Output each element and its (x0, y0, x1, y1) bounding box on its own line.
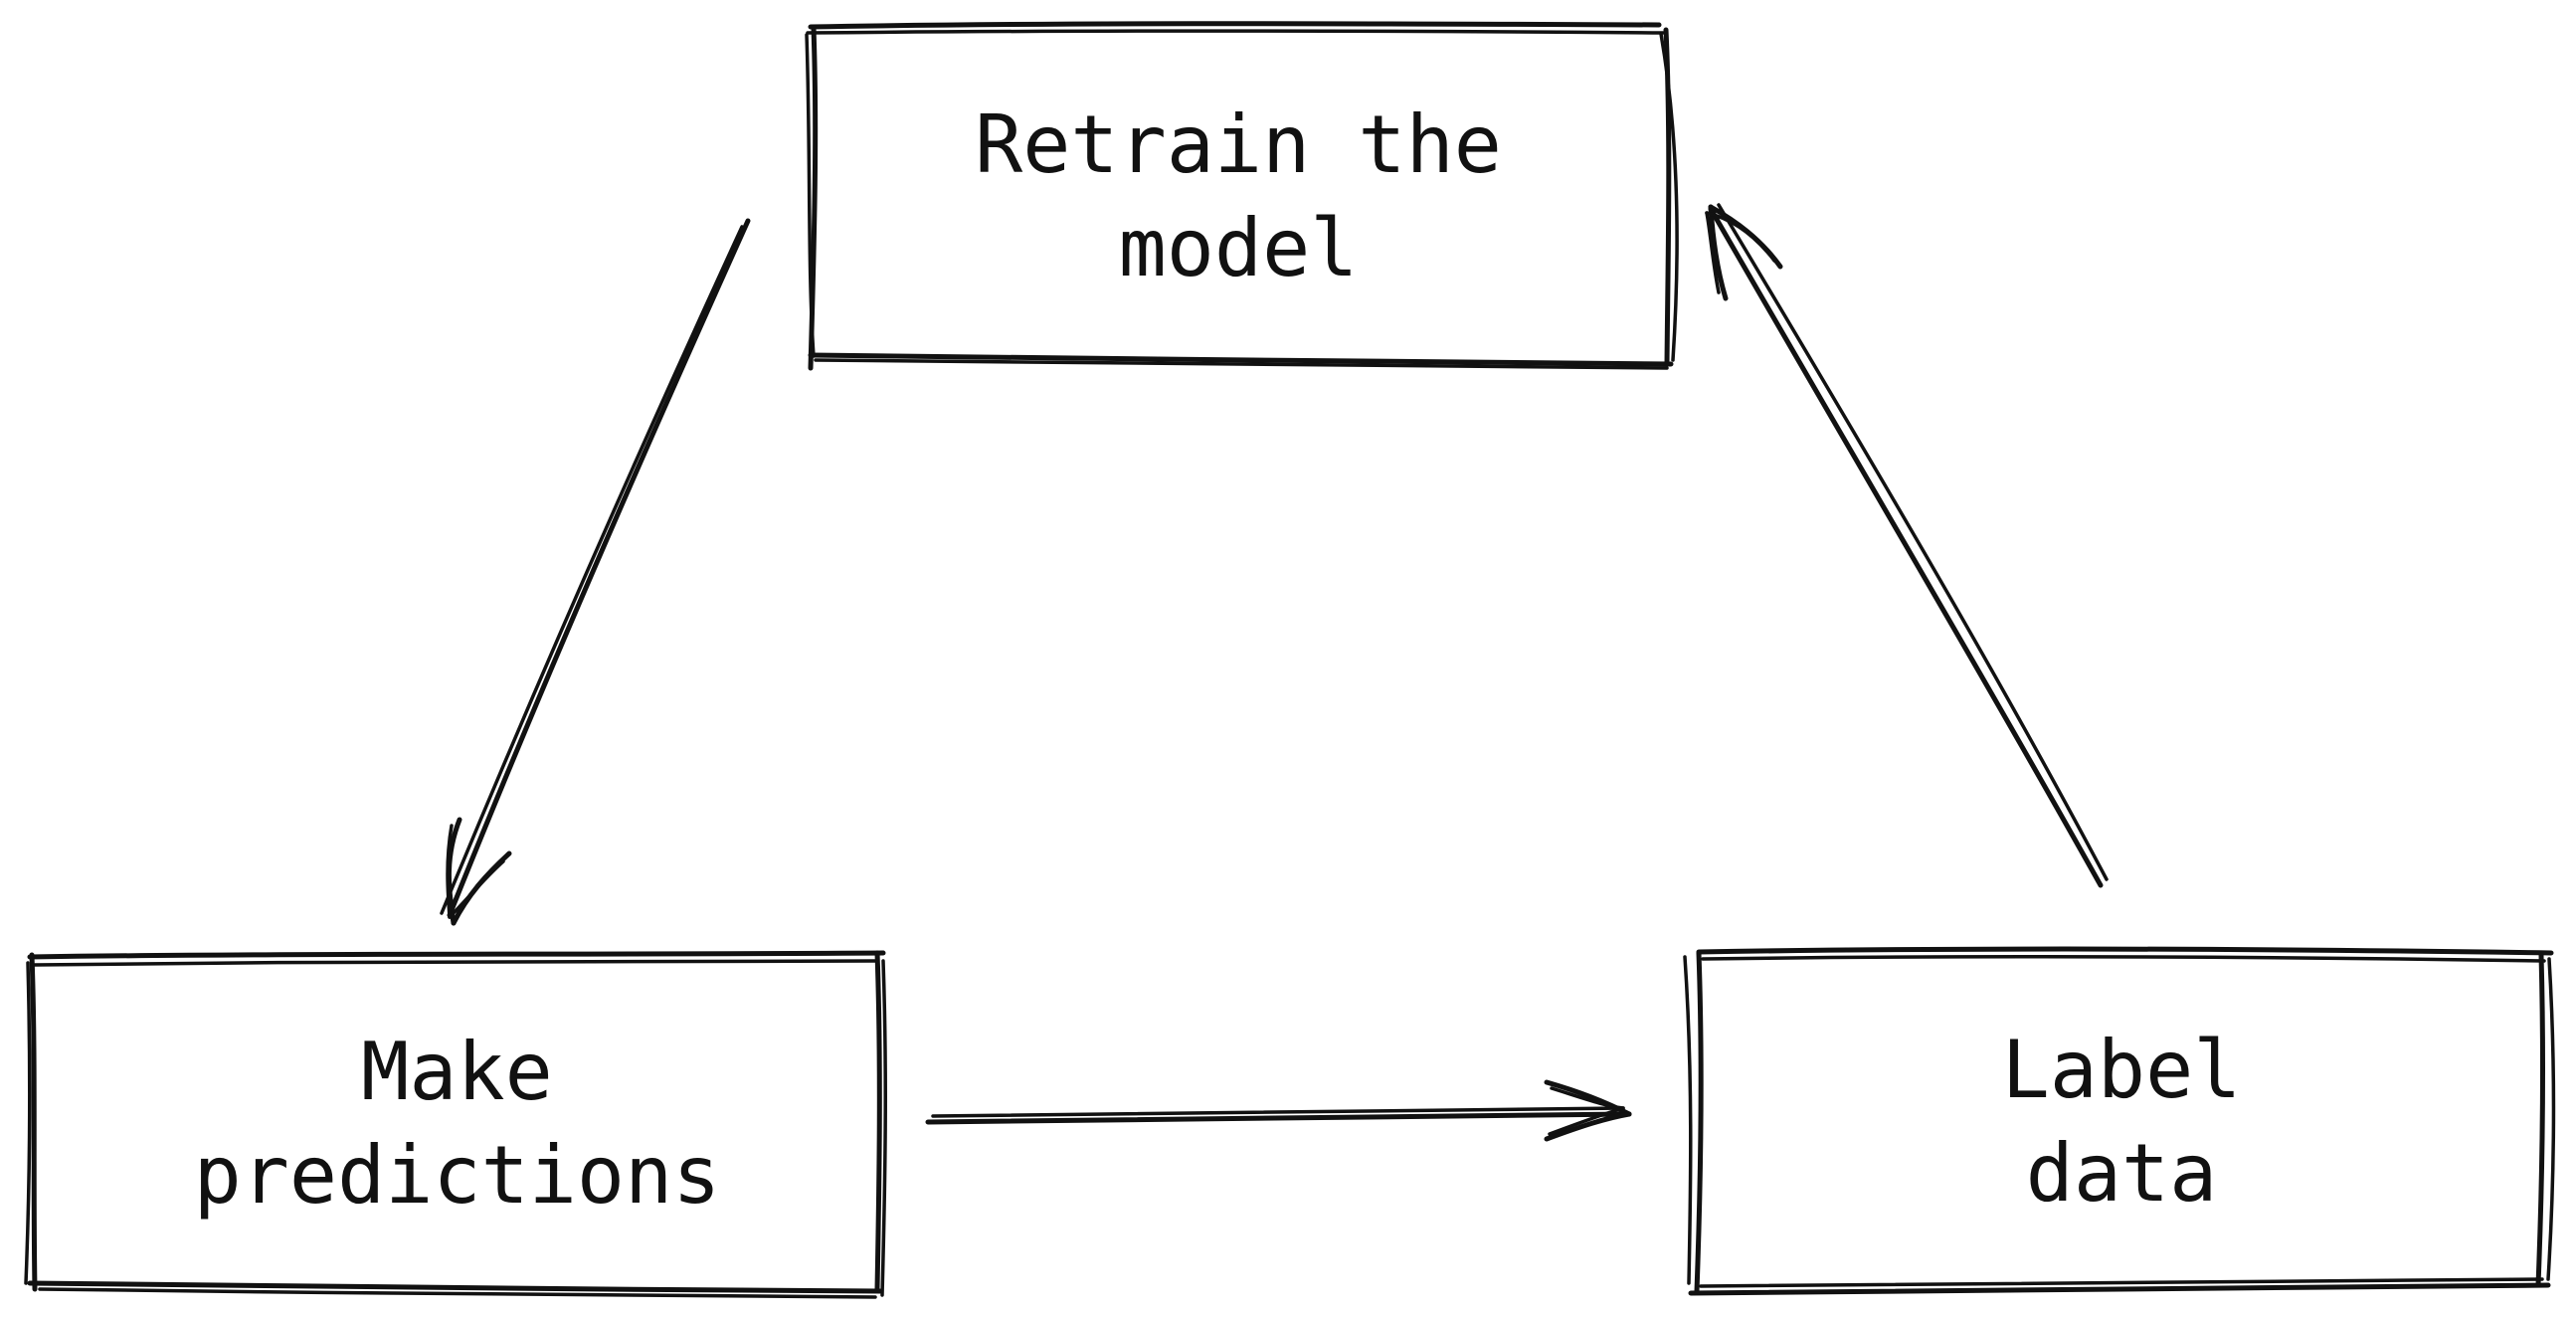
node-label-predict-line-2: predictions (193, 1128, 721, 1222)
node-label-retrain: Retrain the model (811, 30, 1666, 363)
node-label-predict: Make predictions (32, 957, 882, 1290)
node-box-predict (24, 950, 887, 1299)
node-label-retrain-line-1: Retrain the (975, 97, 1502, 191)
arrow-retrain-to-predict (440, 218, 751, 926)
node-label-label-line-2: data (2025, 1126, 2218, 1220)
arrow-label-to-retrain (1705, 203, 2109, 888)
node-label-label: Label data (1699, 955, 2544, 1288)
node-box-label (1683, 946, 2556, 1296)
node-label-retrain-line-2: model (1118, 201, 1359, 294)
node-label-label-line-1: Label (2001, 1023, 2242, 1116)
arrow-predict-to-label (925, 1079, 1632, 1142)
node-label-predict-line-1: Make (361, 1025, 553, 1118)
node-box-retrain (805, 21, 1679, 371)
